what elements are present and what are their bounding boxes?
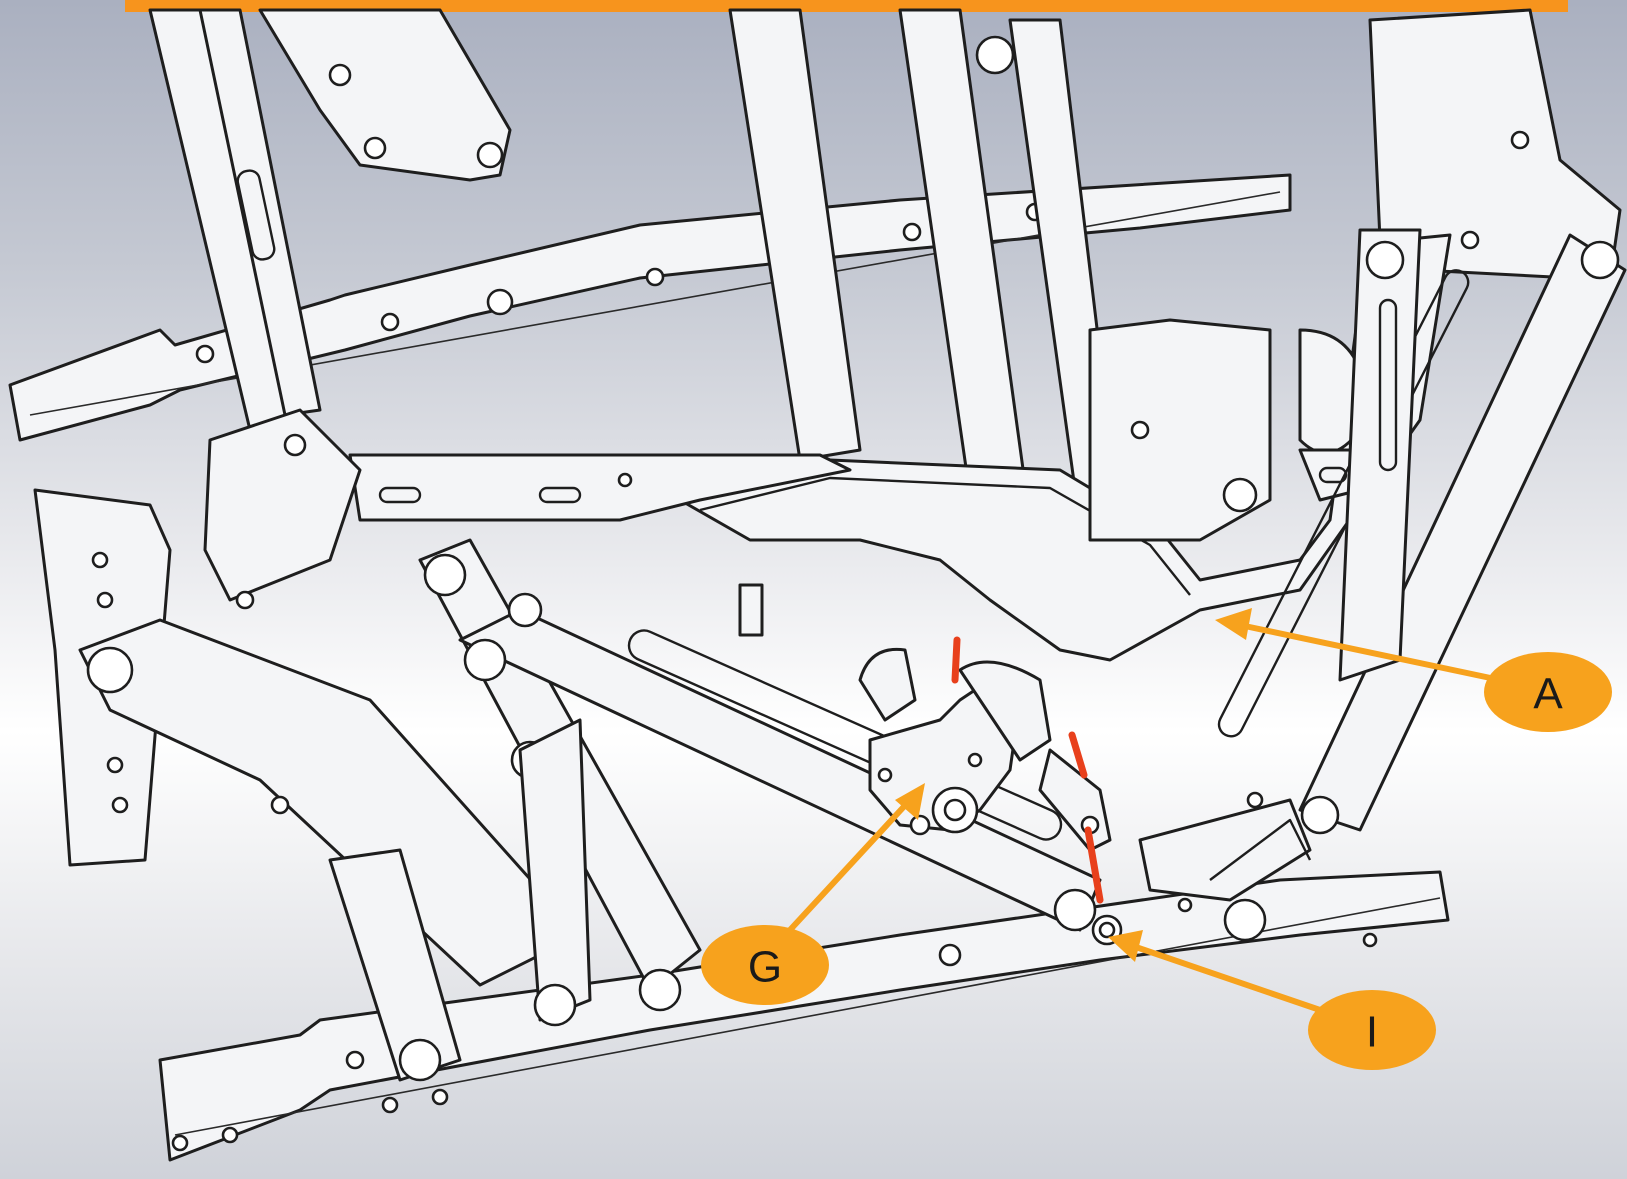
lower-right-link: [1138, 791, 1312, 942]
right-slotted-link: [1217, 228, 1627, 835]
lock-plate-g: [858, 647, 1112, 852]
callout-i-label: I: [1366, 1008, 1378, 1057]
plate-a: [678, 233, 1452, 662]
callout-i: I: [1308, 990, 1436, 1070]
callout-a-label: A: [1533, 670, 1563, 719]
callout-a: A: [1484, 652, 1612, 732]
callout-arrow-i: [1108, 930, 1321, 1013]
back-frame-links: [148, 8, 1622, 532]
springs: [951, 636, 1104, 904]
top-mounting-plate: [348, 453, 852, 522]
spring-lower: [1084, 826, 1104, 904]
callout-arrow-a: [1215, 608, 1501, 683]
callout-g-label: G: [748, 943, 782, 992]
callout-arrow-g: [787, 783, 925, 933]
left-arm-bracket: [33, 408, 582, 987]
central-links: [328, 538, 1102, 1082]
callout-g: G: [701, 925, 829, 1005]
center-tab: [738, 583, 764, 637]
spring-middle: [1068, 731, 1088, 779]
spring-upper: [951, 636, 961, 684]
title-bar-strip: [125, 0, 1568, 12]
